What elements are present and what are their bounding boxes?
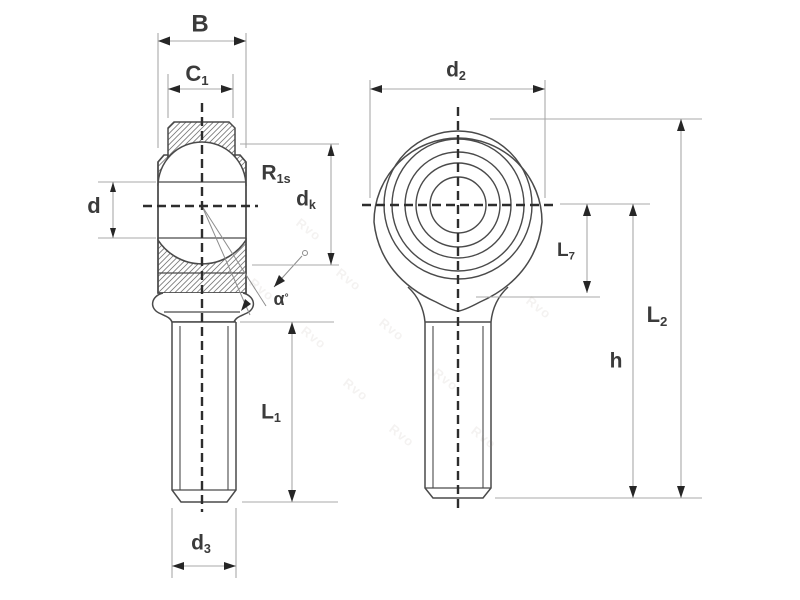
shank-outline xyxy=(171,321,237,503)
dim-label-R1s: R1s xyxy=(261,161,291,187)
arrow-L7-down xyxy=(583,281,591,293)
dim-label-L2: L2 xyxy=(646,301,668,329)
dim-label-d: d xyxy=(87,192,101,218)
alpha-ray-1 xyxy=(201,205,267,307)
arrow-L2-up xyxy=(677,119,685,131)
arrow-d3-left xyxy=(172,562,184,570)
dim-label-C1: C1 xyxy=(185,60,209,88)
arrow-h-down xyxy=(629,486,637,498)
arrow-d-down xyxy=(110,228,116,238)
arrow-C1-right xyxy=(221,85,233,93)
arrow-L7-up xyxy=(583,204,591,216)
dim-label-B: B xyxy=(191,10,209,38)
right-view-centerlines xyxy=(362,107,558,512)
arrow-d2-right xyxy=(533,85,545,93)
arrow-dk-up xyxy=(327,144,335,156)
neck-right xyxy=(490,286,509,323)
dim-label-d3: d3 xyxy=(191,531,211,557)
arrow-L2-down xyxy=(677,486,685,498)
arrow-d3-right xyxy=(224,562,236,570)
dim-label-dk: dk xyxy=(296,187,316,213)
right-view-dimensions xyxy=(369,80,702,499)
arrow-d2-left xyxy=(370,85,382,93)
arrow-C1-left xyxy=(168,85,180,93)
arrow-alpha-leader xyxy=(274,275,285,287)
dim-label-h: h xyxy=(609,349,623,373)
arrow-L1-down xyxy=(288,490,296,502)
arrowheads xyxy=(110,36,685,570)
arrow-B-left xyxy=(158,36,170,46)
arrow-B-right xyxy=(234,36,246,46)
dim-label-L1: L1 xyxy=(261,400,281,426)
dim-label-d2: d2 xyxy=(446,58,466,84)
arrow-L1-up xyxy=(288,322,296,334)
alpha-ray-2 xyxy=(201,205,251,316)
dim-label-alpha: α° xyxy=(273,289,289,309)
neck-left xyxy=(407,286,426,323)
alpha-leader-dot xyxy=(302,250,308,256)
left-view-centerlines xyxy=(143,103,258,512)
arrow-h-up xyxy=(629,204,637,216)
arrow-alpha-small xyxy=(241,299,251,311)
right-view-part xyxy=(373,130,543,499)
arrow-d-up xyxy=(110,182,116,192)
dim-label-L7: L7 xyxy=(557,240,575,263)
arrow-dk-down xyxy=(327,253,335,265)
